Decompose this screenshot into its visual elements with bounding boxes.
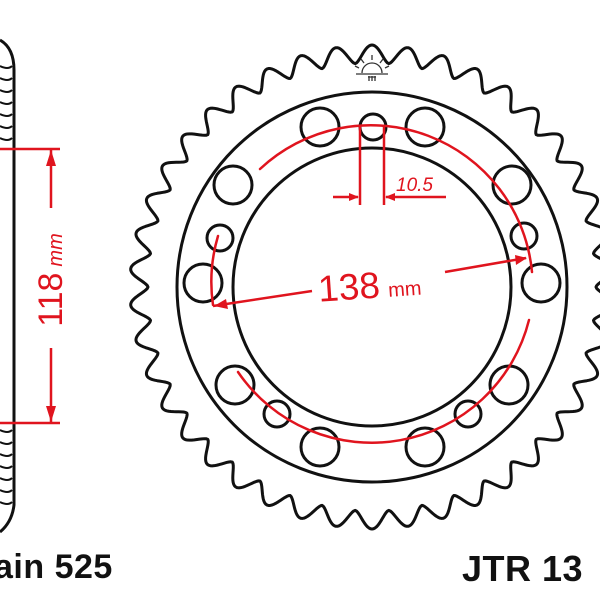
hole: [520, 262, 562, 304]
hole-dimension-label: 10.5: [396, 175, 433, 196]
hole: [212, 164, 254, 206]
sun-logo-icon: [354, 55, 390, 81]
pcd-dimension-138: [212, 255, 527, 309]
side-dimension-label: 118mm: [32, 233, 70, 327]
hole: [299, 426, 341, 468]
hole: [453, 399, 483, 429]
hole: [358, 112, 388, 142]
pcd-circle: [210, 124, 534, 444]
sprocket-teeth-outline: [129, 43, 600, 531]
hole: [491, 164, 533, 206]
hole: [182, 262, 224, 304]
side-view-teeth: [0, 65, 13, 505]
chain-size-label: ain 525: [0, 548, 113, 586]
hole: [299, 106, 341, 148]
center-bore: [231, 146, 513, 428]
side-view-outline: [0, 38, 16, 534]
hole: [214, 364, 256, 406]
outer-ring: [175, 90, 569, 484]
hole: [404, 426, 446, 468]
part-number-label: JTR 13: [462, 548, 584, 589]
hole-dimension-10-5: [333, 125, 446, 205]
hole: [509, 221, 539, 251]
hole: [262, 399, 292, 429]
side-view: 118mm: [0, 38, 70, 534]
hole: [205, 223, 235, 253]
side-dimension-118: [0, 147, 60, 425]
hole: [404, 106, 446, 148]
